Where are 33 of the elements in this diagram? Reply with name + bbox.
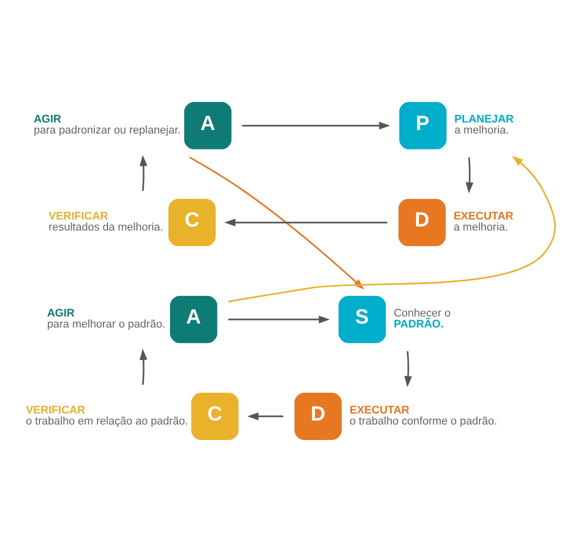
arrow xyxy=(140,348,148,384)
node-label: a melhoria. xyxy=(454,221,508,234)
arrow xyxy=(224,218,388,226)
node-label: EXECUTAR xyxy=(454,210,514,222)
node-box: A xyxy=(184,102,232,149)
node-label: para melhorar o padrão. xyxy=(47,318,166,330)
node-label: AGIR xyxy=(34,113,62,126)
node-label: VERIFICAR xyxy=(48,210,108,222)
node-box: A xyxy=(170,295,218,343)
node-label: PADRÃO. xyxy=(394,318,444,330)
node-label: EXECUTAR xyxy=(350,404,410,416)
node-label: a melhoria. xyxy=(454,124,509,136)
node-label: VERIFICAR xyxy=(26,404,86,416)
node-label: AGIR xyxy=(47,306,75,319)
arrow xyxy=(140,154,148,191)
arrow xyxy=(242,121,390,130)
node-label: o trabalho conforme o padrão. xyxy=(350,414,498,427)
arrow xyxy=(466,156,474,193)
node-box: C xyxy=(191,392,239,440)
arrow xyxy=(247,412,284,420)
node-box: P xyxy=(399,102,446,149)
node-box: C xyxy=(168,198,216,246)
node-label: o trabalho em relação ao padrão. xyxy=(26,414,188,427)
node-box: D xyxy=(294,392,342,440)
arrow xyxy=(228,155,556,302)
arrow xyxy=(404,350,412,387)
arrow xyxy=(228,315,330,323)
node-label: resultados da melhoria. xyxy=(48,221,164,234)
node-box: D xyxy=(398,198,446,246)
node-label: Conhecer o xyxy=(394,306,451,319)
node-label: PLANEJAR xyxy=(454,113,514,126)
node-label: para padronizar ou replanejar. xyxy=(34,124,181,136)
node-box: S xyxy=(338,295,386,343)
